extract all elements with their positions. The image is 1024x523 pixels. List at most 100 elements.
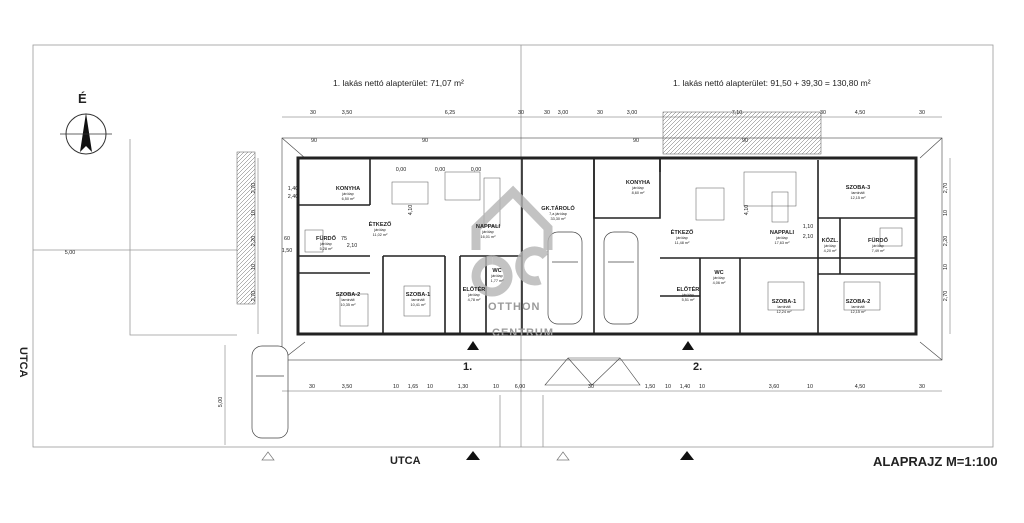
room-area: 6,50 m² xyxy=(342,197,356,201)
dim-bottom: 10 xyxy=(427,384,433,390)
room-name: KÖZL. xyxy=(822,237,839,244)
dim-top: 30 xyxy=(544,110,550,116)
outer-walls xyxy=(296,156,918,336)
room-floor: laminált xyxy=(341,298,355,302)
room-area: 10,35 m² xyxy=(341,303,357,307)
dim-bottom: 3,60 xyxy=(769,384,780,390)
room-floor: járólap xyxy=(481,230,493,234)
dim-misc: 5,00 xyxy=(218,397,224,408)
dim-misc: 90 xyxy=(422,138,428,144)
room-area: 12,15 m² xyxy=(851,196,867,200)
dim-left: 2,70 xyxy=(251,183,257,194)
room-floor: járólap xyxy=(341,192,353,196)
dim-left: 2,70 xyxy=(251,291,257,302)
room-floor: járólap xyxy=(823,244,835,248)
room-name: SZOBA-1 xyxy=(406,292,431,298)
room-name: ELŐTÉR xyxy=(677,285,700,293)
room-floor: laminált xyxy=(777,305,791,309)
entrance-markers xyxy=(466,341,694,460)
room-floor: járólap xyxy=(373,228,385,232)
room-floor: járólap xyxy=(490,274,502,278)
dim-bottom: 3,50 xyxy=(342,384,353,390)
driveway xyxy=(544,357,641,386)
dim-misc: 1,50 xyxy=(282,248,293,254)
room-name: ÉTKEZŐ xyxy=(369,220,392,228)
room-area: 8,60 m² xyxy=(632,191,646,195)
room-area: 4,78 m² xyxy=(468,298,482,302)
north-arrow-icon xyxy=(60,113,112,155)
room-name: FÜRDŐ xyxy=(868,237,889,244)
dim-misc: 0,00 xyxy=(396,167,407,173)
dim-misc: 0,00 xyxy=(471,167,482,173)
street-label-left: UTCA xyxy=(17,347,29,378)
dim-bottom: 1,40 xyxy=(680,384,691,390)
room-floor: laminált xyxy=(411,298,425,302)
room-area: 5,28 m² xyxy=(320,247,334,251)
room-name: KONYHA xyxy=(626,180,650,186)
dim-right: 2,70 xyxy=(943,183,949,194)
room-area: 12,15 m² xyxy=(851,310,867,314)
room-floor: járólap xyxy=(871,244,883,248)
room-name: SZOBA-1 xyxy=(772,299,797,305)
dim-bottom: 10 xyxy=(699,384,705,390)
car-2 xyxy=(603,231,639,325)
room-area: 11,02 m² xyxy=(373,233,388,237)
left-area-label: 1. lakás nettó alapterület: 71,07 m² xyxy=(333,78,464,88)
dim-right: 2,20 xyxy=(943,236,949,247)
room-name: NAPPALI xyxy=(770,230,795,236)
dim-top: 30 xyxy=(518,110,524,116)
dim-top: 7,10 xyxy=(732,110,743,116)
dim-bottom: 30 xyxy=(919,384,925,390)
roof-outline xyxy=(281,137,943,361)
dim-top: 6,25 xyxy=(445,110,456,116)
dim-misc: 4,10 xyxy=(744,205,750,216)
room-name: ELŐTÉR xyxy=(463,285,486,293)
dim-top: 3,00 xyxy=(558,110,569,116)
room-name: WC xyxy=(714,270,723,276)
dim-bottom: 1,65 xyxy=(408,384,419,390)
dim-misc: 75 xyxy=(341,236,347,242)
dim-misc: 2,40 xyxy=(288,194,299,200)
dim-misc: 90 xyxy=(633,138,639,144)
room-floor: járólap xyxy=(681,293,693,297)
dim-misc: 2,10 xyxy=(347,243,358,249)
room-name: GK.TÁROLÓ xyxy=(541,204,575,212)
room-area: 11,48 m² xyxy=(675,241,690,245)
room-name: SZOBA-2 xyxy=(336,292,361,298)
room-name: ÉTKEZŐ xyxy=(671,228,694,236)
dim-bottom: 10 xyxy=(665,384,671,390)
dim-bottom: 1,50 xyxy=(645,384,656,390)
dim-misc: 90 xyxy=(742,138,748,144)
watermark-line-1: OTTHON xyxy=(488,301,540,313)
room-area: 17,63 m² xyxy=(775,241,791,245)
dim-left: 10 xyxy=(251,264,257,270)
car-1 xyxy=(547,231,583,325)
dim-top: 30 xyxy=(597,110,603,116)
dim-bottom: 30 xyxy=(588,384,594,390)
cars xyxy=(251,231,639,439)
room-floor: járólap xyxy=(712,276,724,280)
room-name: FÜRDŐ xyxy=(316,235,337,242)
gate-markers xyxy=(261,451,570,461)
room-area: 12,24 m² xyxy=(777,310,793,314)
terraces xyxy=(236,111,822,305)
room-floor: járólap xyxy=(467,293,479,297)
dim-top: 30 xyxy=(820,110,826,116)
room-area: 16,01 m² xyxy=(481,235,497,239)
plot-boundary xyxy=(32,44,994,448)
room-floor: laminált xyxy=(851,305,865,309)
dim-left: 2,20 xyxy=(251,236,257,247)
room-floor: laminált xyxy=(851,191,865,195)
room-area: 7,49 m² xyxy=(872,249,886,253)
dim-right: 10 xyxy=(943,264,949,270)
dimension-lines xyxy=(224,116,951,445)
dim-misc: 90 xyxy=(311,138,317,144)
dim-bottom: 1,30 xyxy=(458,384,469,390)
room-floor: járólap xyxy=(675,236,687,240)
watermark-line-2: CENTRUM xyxy=(492,327,554,339)
dim-misc: 5,00 xyxy=(65,250,76,256)
drawing-title: ALAPRAJZ M=1:100 xyxy=(873,454,998,469)
dim-top: 30 xyxy=(310,110,316,116)
